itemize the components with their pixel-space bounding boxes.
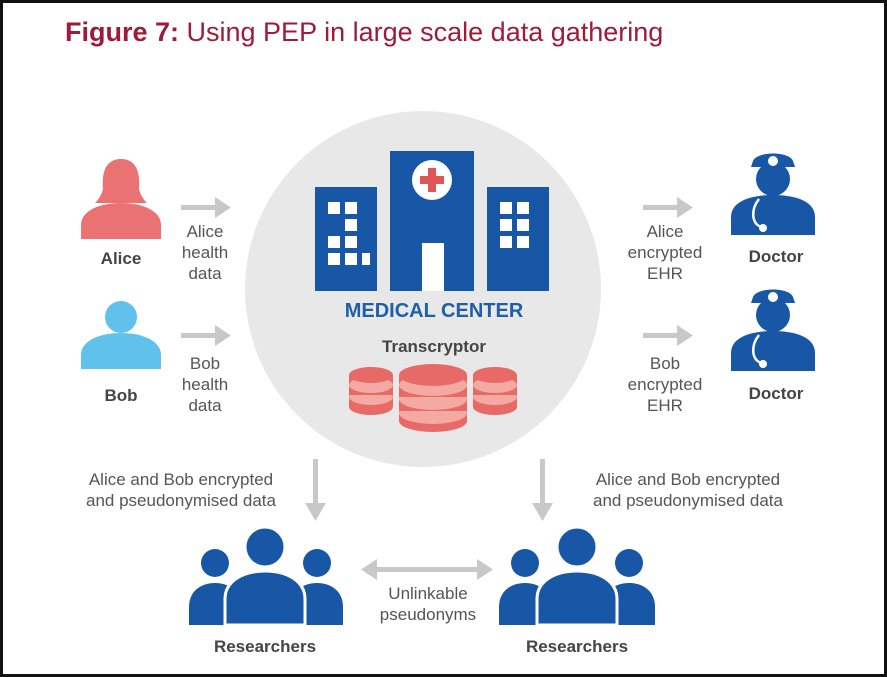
bob-name: Bob [104, 386, 138, 405]
alice-person-icon [81, 159, 161, 239]
figure-caption: Using PEP in large scale data gathering [179, 17, 664, 47]
diagram-graphics [81, 111, 815, 627]
arrow-bob-out [643, 325, 693, 346]
figure-title: Figure 7: Using PEP in large scale data … [65, 17, 663, 48]
transcryptor-label: Transcryptor [382, 337, 486, 356]
database-icon-right [473, 367, 517, 415]
arrows [181, 197, 693, 580]
researchers-group-icon-left [189, 525, 343, 627]
researchers-group-icon-right [499, 525, 655, 627]
arrow-down-right [532, 459, 553, 521]
researchers-label-right: Researchers [525, 637, 629, 656]
hospital-windows [328, 202, 529, 291]
alice-name: Alice [100, 249, 142, 268]
arrow-alice-out [643, 197, 693, 218]
medical-center-label: MEDICAL CENTER [344, 300, 524, 322]
doctor-name-top: Doctor [748, 247, 804, 266]
doctor-name-bottom: Doctor [748, 384, 804, 403]
doctor-icon-bottom [731, 289, 815, 371]
bob-person-icon [81, 301, 161, 369]
medical-cross-icon [420, 168, 444, 192]
arrow-down-left [305, 459, 326, 521]
database-icon-center [399, 364, 467, 432]
arrow-bob-in [181, 325, 231, 346]
figure-number: Figure 7: [65, 17, 180, 47]
database-icon-left [349, 367, 393, 415]
arrow-alice-in [181, 197, 231, 218]
doctor-icon-top [731, 153, 815, 235]
researchers-label-left: Researchers [213, 637, 317, 656]
arrow-bidirectional [361, 559, 493, 580]
